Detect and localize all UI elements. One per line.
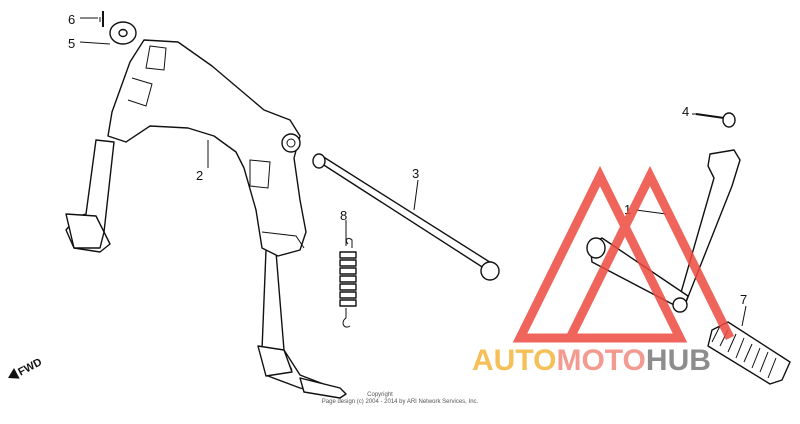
main-stand-part[interactable] [65,39,347,399]
callout-2: 2 [196,168,203,183]
kick-rubber-part[interactable] [707,321,791,385]
copyright-line2: Page design (c) 2004 - 2014 by ARI Netwo… [322,399,479,405]
callout-7: 7 [740,292,747,307]
bolt-part[interactable] [695,112,736,128]
pivot-shaft-part[interactable] [312,153,500,281]
watermark-auto: AUTO [472,344,556,377]
callout-3: 3 [412,166,419,181]
fwd-label: FWD [16,356,44,378]
kick-lever-part[interactable] [586,149,741,313]
callout-8: 8 [340,208,347,223]
triangle-logo-icon [512,165,735,343]
automotohub-watermark: AUTOMOTOHUB [472,165,735,377]
cotter-pin-part[interactable] [99,11,104,27]
washer-part[interactable] [109,21,137,45]
callout-1: 1 [624,202,631,217]
copyright-line1: Copyright [367,392,393,398]
callout-5: 5 [68,36,75,51]
fwd-direction-indicator: FWD [8,356,44,379]
spring-part[interactable] [339,237,357,328]
arrow-left-icon [8,368,20,379]
svg-text:AUTOMOTOHUB: AUTOMOTOHUB [472,344,711,377]
callout-4: 4 [682,104,689,119]
leader-lines [79,17,747,327]
watermark-hub: HUB [646,344,711,377]
callout-6: 6 [68,12,75,27]
watermark-moto: MOTO [556,344,645,377]
